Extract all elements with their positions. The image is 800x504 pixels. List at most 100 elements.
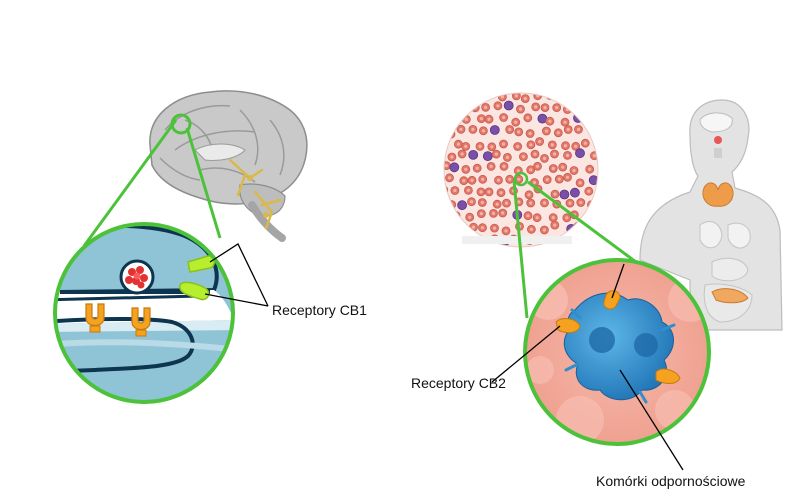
red-blood-cell [444,235,447,245]
red-blood-cell-center [523,97,527,101]
red-blood-cell-center [495,202,499,206]
red-blood-cell [454,225,464,235]
red-blood-cell-center [464,117,468,121]
white-blood-cell [489,125,500,135]
white-blood-cell [588,175,598,186]
cb2-receptor-top [603,290,621,310]
red-blood-cell-center [504,201,509,205]
red-blood-cell-center [518,107,523,111]
red-blood-cell-center [535,164,540,168]
red-blood-cell [475,93,484,100]
red-blood-cell-center [466,188,470,192]
red-blood-cell-center [553,192,557,196]
white-blood-cell [503,100,514,111]
red-blood-cell-center [552,152,557,156]
red-blood-cell-center [492,226,497,230]
red-blood-cell-center [452,94,457,98]
left-magnifier-connector [82,113,222,247]
red-blood-cell-center [459,127,463,131]
red-blood-cell [448,114,458,124]
red-blood-cell-center [538,139,542,144]
red-blood-cell-center [529,201,533,205]
red-blood-cell-center [446,225,451,229]
red-blood-cell-center [453,188,457,193]
red-blood-cell-center [588,215,593,219]
red-blood-cell-center [590,127,594,131]
red-blood-cell-center [477,93,482,97]
red-blood-cell-center [535,216,539,220]
red-blood-cell-center [502,115,506,120]
red-blood-cell-center [557,177,561,181]
cb2-pointer-lines [491,263,625,383]
white-blood-cell [482,151,493,162]
red-blood-cell-center [502,164,506,168]
white-blood-cell [559,189,570,200]
red-blood-cell-center [444,94,446,99]
red-blood-cell [586,212,595,222]
red-blood-cell-center [451,117,455,121]
red-blood-cell [488,93,498,98]
red-blood-cell [574,93,584,101]
red-blood-cell-center [505,155,509,159]
white-blood-cell [449,162,460,173]
red-blood-cell-center [444,164,448,168]
red-blood-cell-center [579,200,583,205]
red-blood-cell-center [456,142,460,146]
red-blood-cell-center [542,228,547,232]
cb1-receptors-label: Receptory CB1 [272,302,367,318]
red-blood-cell-center [577,94,581,98]
cb1-pointer-lines [204,243,269,307]
red-blood-cell-center [444,141,446,145]
right-magnifier-connector [512,171,637,319]
white-blood-cell [570,187,580,198]
red-blood-cell-center [460,152,464,156]
red-blood-cell-center [528,131,532,136]
red-blood-cell [444,222,453,232]
red-blood-cell-center [521,155,526,159]
red-blood-cell-center [478,144,482,148]
immune-cells-label: Komórki odpornościowe [596,473,746,489]
red-blood-cell-center [496,178,501,182]
red-blood-cell [575,105,584,114]
red-blood-cell-center [586,93,590,97]
red-blood-cell [454,106,463,115]
red-blood-cell-center [589,235,593,239]
red-blood-cell-center [544,129,549,133]
red-blood-cell-center [464,144,468,148]
red-blood-cell-center [556,131,560,135]
red-blood-cell-center [548,93,552,98]
red-blood-cell-center [449,105,453,109]
red-blood-cell-center [480,200,484,205]
red-blood-cell-center [481,129,485,133]
thyroid-gland [702,182,734,207]
red-blood-cell-center [454,213,458,218]
red-blood-cell-center [568,201,572,205]
red-blood-cell [581,112,590,122]
red-blood-cell-center [563,93,567,97]
red-blood-cell-center [583,141,587,145]
red-blood-cell-center [480,226,485,230]
red-blood-cell-center [489,164,493,168]
cb2-receptor-left [555,318,581,334]
red-blood-cell-center [551,166,555,171]
red-blood-cell-center [572,168,576,173]
receptor-orange-left [85,303,105,333]
red-blood-cell-center [516,169,520,173]
red-blood-cell-center [548,119,552,123]
red-blood-cell-center [542,156,547,160]
red-blood-cell-center [504,229,508,233]
red-blood-cell-center [574,144,578,148]
red-blood-cell-center [501,142,506,146]
cb2-receptor-right [655,368,681,384]
red-blood-cell-center [471,127,475,131]
red-blood-cell-center [578,181,582,185]
receptor-orange-right [131,307,151,337]
red-blood-cell-center [470,178,474,182]
red-blood-cell-center [490,145,494,149]
red-blood-cell-center [475,166,479,170]
red-blood-cell-center [484,105,488,109]
red-blood-cell [461,93,470,103]
red-blood-cell [449,234,459,243]
synapse-magnifier [53,222,235,404]
red-blood-cell-center [457,228,461,232]
